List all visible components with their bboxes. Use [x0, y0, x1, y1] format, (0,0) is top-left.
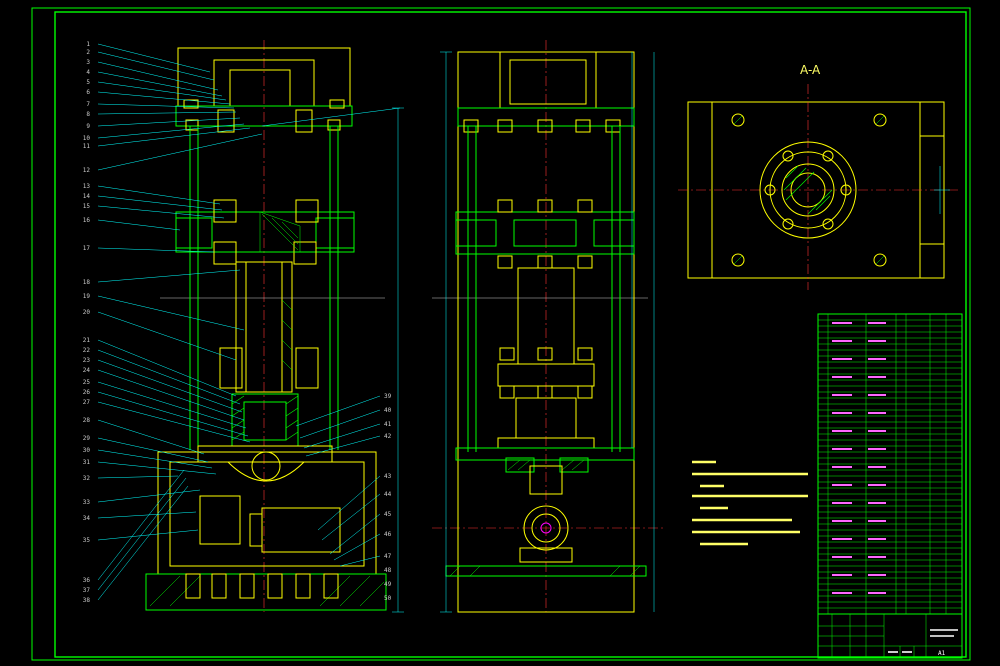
balloon-number: 47	[384, 553, 392, 560]
balloon-number: 48	[384, 567, 392, 574]
part-balloons-right: 39 40 41 42 43 44 45 46 47 48 49 50	[384, 393, 392, 602]
balloon-number: 10	[83, 135, 91, 142]
balloon-number: 41	[384, 421, 392, 428]
balloon-number: 50	[384, 595, 392, 602]
balloon-number: 5	[86, 79, 90, 86]
balloon-number: 49	[384, 581, 392, 588]
balloon-number: 3	[86, 59, 90, 66]
side-elevation-view	[432, 40, 666, 613]
balloon-number: 22	[83, 347, 91, 354]
technical-notes	[692, 460, 808, 546]
balloon-number: 9	[86, 123, 90, 130]
section-view-a-a: A-A	[678, 63, 960, 290]
balloon-number: 12	[83, 167, 91, 174]
section-label: A-A	[800, 63, 821, 77]
balloon-number: 40	[384, 407, 392, 414]
balloon-number: 16	[83, 217, 91, 224]
balloon-number: 32	[83, 475, 91, 482]
balloon-number: 39	[384, 393, 392, 400]
balloon-number: 8	[86, 111, 90, 118]
balloon-number: 6	[86, 89, 90, 96]
balloon-number: 36	[83, 577, 91, 584]
balloon-number: 13	[83, 183, 91, 190]
balloon-number: 45	[384, 511, 392, 518]
balloon-number: 14	[83, 193, 91, 200]
balloon-number: 42	[384, 433, 392, 440]
balloon-number: 38	[83, 597, 91, 604]
title-block: A1	[817, 613, 963, 659]
balloon-number: 35	[83, 537, 91, 544]
balloon-number: 7	[86, 101, 90, 108]
balloon-number: 25	[83, 379, 91, 386]
balloon-number: 31	[83, 459, 91, 466]
parts-list-table	[817, 313, 963, 615]
balloon-number: 18	[83, 279, 91, 286]
drawing-frame	[31, 7, 971, 661]
balloon-number: 20	[83, 309, 91, 316]
balloon-number: 46	[384, 531, 392, 538]
balloon-number: 4	[86, 69, 90, 76]
front-section-view	[97, 40, 404, 613]
scale-cell: A1	[938, 650, 946, 657]
balloon-number: 27	[83, 399, 91, 406]
part-balloons-left: 1234567891011121314151617181920212223242…	[83, 41, 91, 604]
balloon-number: 15	[83, 203, 91, 210]
balloon-number: 34	[83, 515, 91, 522]
balloon-number: 26	[83, 389, 91, 396]
balloon-number: 28	[83, 417, 91, 424]
balloon-number: 1	[86, 41, 90, 48]
balloon-number: 43	[384, 473, 392, 480]
balloon-number: 19	[83, 293, 91, 300]
balloon-number: 37	[83, 587, 91, 594]
balloon-number: 29	[83, 435, 91, 442]
balloon-number: 2	[86, 49, 90, 56]
balloon-number: 24	[83, 367, 91, 374]
balloon-number: 44	[384, 491, 392, 498]
balloon-number: 21	[83, 337, 91, 344]
balloon-number: 33	[83, 499, 91, 506]
balloon-number: 11	[83, 143, 91, 150]
balloon-number: 23	[83, 357, 91, 364]
balloon-number: 30	[83, 447, 91, 454]
balloon-number: 17	[83, 245, 91, 252]
